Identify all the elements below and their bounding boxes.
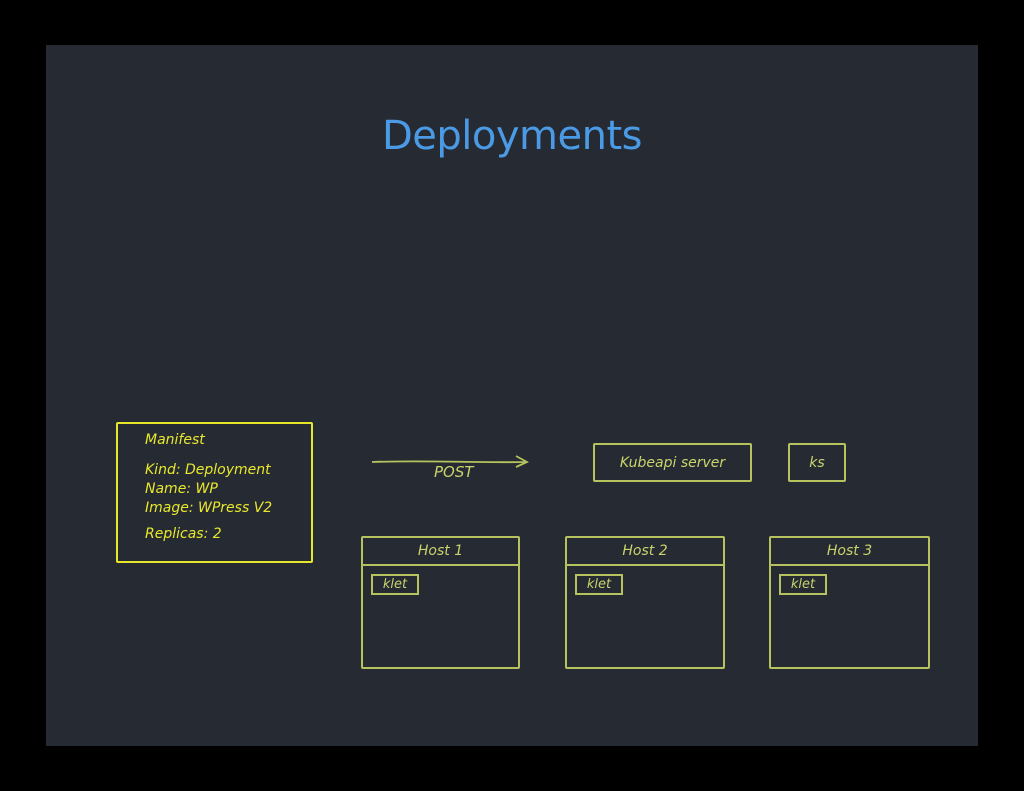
kubeapi-server-label: Kubeapi server: [619, 454, 726, 471]
host-2: Host 2 klet: [565, 536, 725, 669]
manifest-kind: Kind: Deployment: [145, 462, 271, 478]
host-3-header: Host 3: [771, 538, 928, 566]
host-1: Host 1 klet: [361, 536, 520, 669]
host-3: Host 3 klet: [769, 536, 930, 669]
post-arrow: [371, 455, 530, 468]
manifest-replicas: Replicas: 2: [145, 526, 222, 542]
post-label: POST: [434, 463, 474, 481]
ks-box: ks: [788, 443, 846, 482]
kubeapi-server-box: Kubeapi server: [593, 443, 752, 482]
manifest-heading: Manifest: [145, 432, 205, 448]
host-2-klet: klet: [575, 574, 623, 595]
host-1-header: Host 1: [363, 538, 518, 566]
manifest-image: Image: WPress V2: [145, 500, 273, 516]
ks-label: ks: [809, 454, 825, 471]
manifest-name: Name: WP: [145, 481, 218, 497]
manifest-box: Manifest Kind: Deployment Name: WP Image…: [116, 422, 313, 563]
host-2-header: Host 2: [567, 538, 723, 566]
host-1-klet: klet: [371, 574, 419, 595]
slide-title: Deployments: [381, 113, 643, 159]
host-3-klet: klet: [779, 574, 827, 595]
slide: Deployments Manifest Kind: Deployment Na…: [46, 45, 978, 746]
